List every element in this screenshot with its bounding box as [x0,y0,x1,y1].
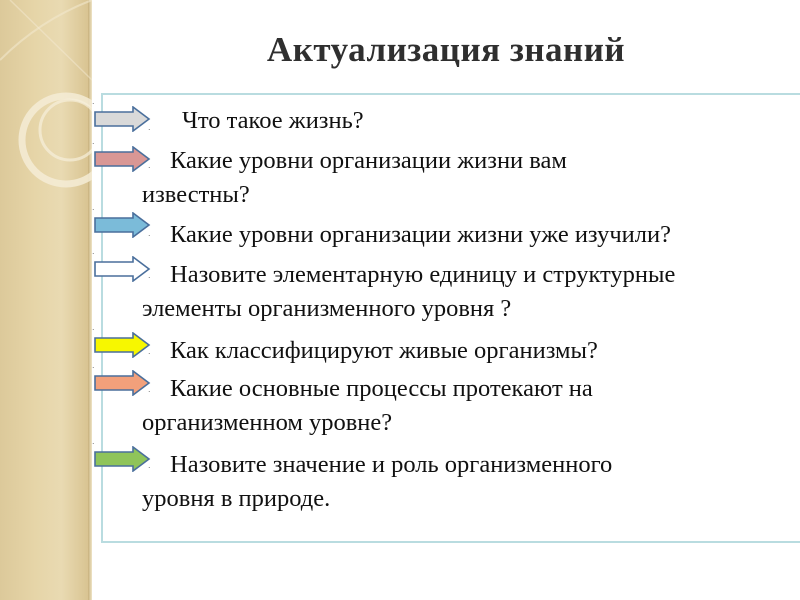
bullet-dot: . [92,96,95,106]
question-6-line-2: организменном уровне? [142,409,393,436]
arrow-icon [94,446,151,472]
question-7-line-1: Назовите значение и роль организменного [170,451,613,478]
arrow-icon [94,332,151,358]
bullet-dot: . [148,270,151,280]
bullet-dot: . [148,384,151,394]
question-2-line-2: известны? [142,181,250,208]
decorative-circles [0,0,92,188]
bullet-dot: . [148,228,151,238]
arrow-icon [94,106,151,132]
question-3-line-1: Какие уровни организации жизни уже изучи… [170,221,671,248]
bullet-dot: . [92,136,95,146]
questions-box [101,93,800,543]
bullet-dot: . [92,436,95,446]
question-4-line-1: Назовите элементарную единицу и структур… [170,261,676,288]
bullet-dot: . [148,460,151,470]
band-edge [88,0,92,600]
slide-title: Актуализация знаний [266,30,626,69]
arrow-icon [94,370,151,396]
bullet-dot: . [92,360,95,370]
bullet-dot: . [148,346,151,356]
bullet-dot: . [148,160,151,170]
question-5-line-1: Как классифицируют живые организмы? [170,337,598,364]
bullet-dot: . [92,246,95,256]
arrow-icon [94,256,151,282]
arrow-icon [94,146,151,172]
question-7-line-2: уровня в природе. [142,485,331,512]
bullet-dot: . [92,202,95,212]
arrow-icon [94,212,151,238]
question-4-line-2: элементы организменного уровня ? [142,295,512,322]
question-6-line-1: Какие основные процессы протекают на [170,375,593,402]
bullet-dot: . [92,322,95,332]
question-1-line-1: Что такое жизнь? [182,107,364,134]
question-2-line-1: Какие уровни организации жизни вам [170,147,567,174]
bullet-dot: . [148,122,151,132]
